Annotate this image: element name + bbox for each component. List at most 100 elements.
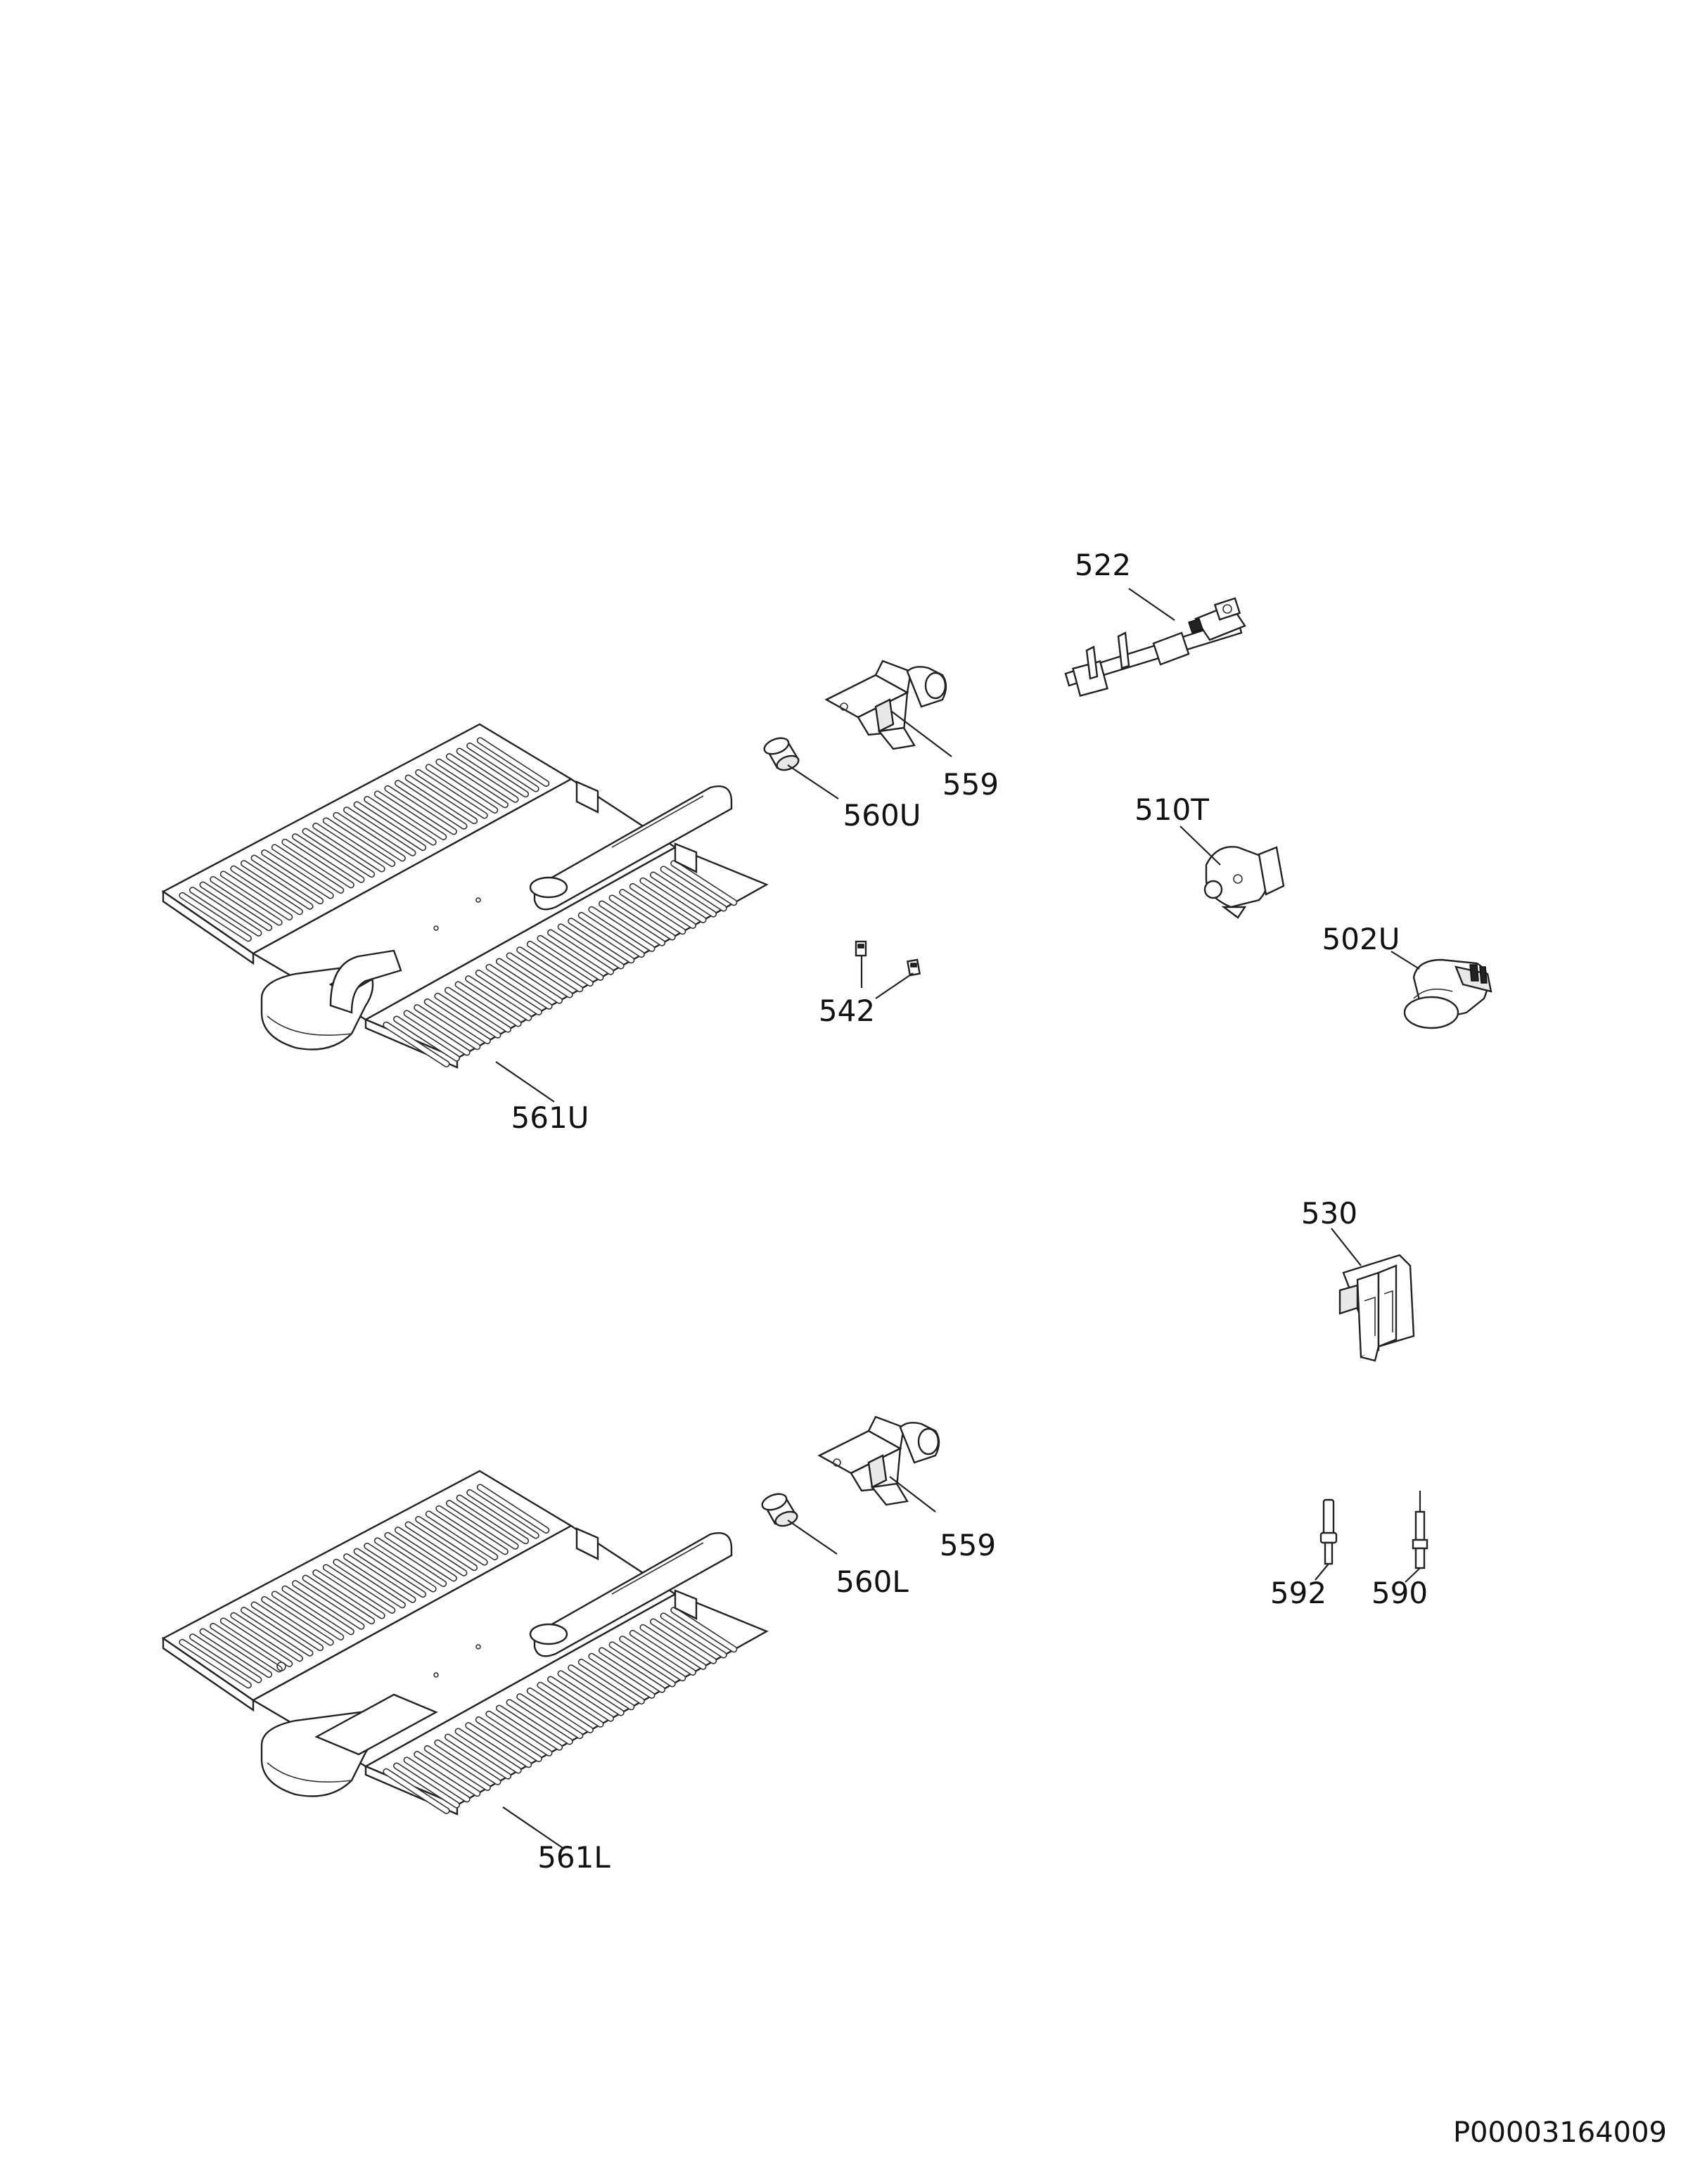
burner-tray-upper <box>161 723 769 1069</box>
part-labels: 522 559 560U 510T 502U 542 561U 530 559 … <box>511 548 1428 1875</box>
tray-slot <box>639 877 707 923</box>
tray-slot <box>373 790 447 840</box>
microswitch-housing <box>1338 1254 1415 1362</box>
tray-slot <box>608 1641 676 1688</box>
tray-slot <box>188 887 262 937</box>
tray-slot <box>435 1505 509 1555</box>
tray-slot <box>188 1633 262 1683</box>
tray-slot <box>568 1664 635 1711</box>
label-560l: 560L <box>836 1565 909 1599</box>
tray-slot <box>343 807 416 856</box>
tray-slot <box>495 958 563 1004</box>
injector-upper <box>763 737 800 771</box>
tray-slot <box>495 1704 563 1751</box>
tray-slot <box>383 1021 450 1067</box>
tray-slot <box>230 865 303 916</box>
tray-slot <box>415 769 488 819</box>
tray-slot <box>333 811 406 862</box>
tray-slot <box>660 866 727 912</box>
tray-slot <box>639 1624 707 1670</box>
tray-slot <box>546 929 615 975</box>
tray-slot <box>384 785 457 835</box>
gas-valve-bracket-upper <box>824 660 947 750</box>
tray-slot <box>568 918 635 964</box>
ignition-switch-bar <box>1064 597 1246 697</box>
tray-slot <box>240 860 314 910</box>
tray-slot <box>546 1676 615 1722</box>
tray-slot <box>506 1699 573 1745</box>
tray-slot <box>230 1612 303 1662</box>
tray-slot <box>465 975 532 1022</box>
leader-lines <box>495 588 1421 1849</box>
tray-slot <box>250 1601 324 1652</box>
tray-slot <box>179 892 252 942</box>
injector-lower <box>761 1493 798 1527</box>
tray-slot <box>291 1580 365 1630</box>
tray-slot <box>444 1733 512 1780</box>
tray-slot <box>373 1537 447 1587</box>
tray-slot <box>219 871 293 920</box>
tray-slot <box>629 882 696 930</box>
clips <box>855 940 921 977</box>
label-560u: 560U <box>843 798 921 833</box>
tray-slot <box>434 992 501 1039</box>
label-530: 530 <box>1301 1196 1357 1231</box>
tray-slot <box>423 998 491 1045</box>
tray-slot <box>271 1591 345 1640</box>
tray-slot <box>608 894 676 941</box>
tray-slot <box>537 1681 604 1728</box>
tray-slot <box>383 1768 450 1814</box>
tray-slot <box>392 1015 461 1062</box>
tray-slot <box>588 1652 656 1699</box>
tray-slot <box>364 795 437 846</box>
thermocouple <box>1319 1498 1338 1565</box>
tray-slot <box>670 860 738 906</box>
tray-slot <box>271 844 345 894</box>
tray-slot <box>454 981 522 1027</box>
tray-slot <box>557 923 625 970</box>
tray-slot <box>476 1484 550 1534</box>
tray-slot <box>219 1617 293 1667</box>
tray-slot <box>343 1553 416 1603</box>
tray-slot <box>506 952 573 998</box>
tray-slot <box>465 1722 532 1768</box>
tray-slot <box>577 1658 645 1705</box>
label-561u: 561U <box>511 1100 589 1135</box>
tray-slot <box>619 889 686 935</box>
control-switch-knob <box>1403 958 1492 1029</box>
tray-slot <box>649 871 717 918</box>
tray-slot <box>434 1739 501 1785</box>
tray-slot <box>403 1756 471 1803</box>
tray-slot <box>404 774 478 825</box>
tray-slot <box>404 1521 478 1572</box>
label-542: 542 <box>819 994 875 1028</box>
tray-slot <box>588 906 656 952</box>
tray-slot <box>302 828 376 878</box>
tray-slot <box>291 833 365 883</box>
tray-slot <box>414 1004 481 1051</box>
label-510t: 510T <box>1134 792 1209 827</box>
tray-slot <box>577 911 645 958</box>
tray-slot <box>302 1574 376 1625</box>
tray-slot <box>281 1585 354 1636</box>
tray-slot <box>261 849 334 899</box>
tray-slot <box>456 1494 530 1545</box>
tray-slot <box>210 875 283 926</box>
tray-slot <box>435 758 509 809</box>
tray-slot <box>670 1607 738 1653</box>
document-id: P00003164009 <box>1453 2116 1667 2149</box>
tray-slot <box>281 838 354 889</box>
tray-slot <box>445 753 519 803</box>
tray-slot <box>537 934 604 981</box>
tray-slot <box>322 817 396 867</box>
tray-slot <box>322 1564 396 1614</box>
tray-slot <box>199 1628 273 1678</box>
label-561l: 561L <box>537 1840 610 1875</box>
tray-slot <box>466 1489 539 1539</box>
label-502u: 502U <box>1322 922 1400 956</box>
tray-slot <box>476 737 550 787</box>
tray-slot <box>240 1607 314 1657</box>
burner-tray-lower <box>161 1470 769 1816</box>
label-559-lower: 559 <box>940 1528 996 1562</box>
tray-slot <box>526 940 594 987</box>
